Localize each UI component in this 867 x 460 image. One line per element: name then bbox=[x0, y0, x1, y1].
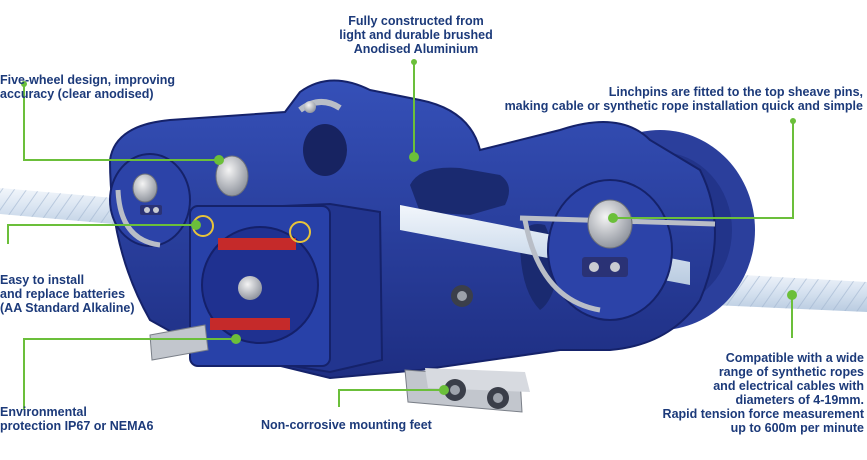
mounting-foot-right bbox=[404, 368, 530, 413]
frame-cutout-center bbox=[410, 167, 509, 215]
top-roller bbox=[215, 99, 342, 197]
leader-batteries bbox=[7, 224, 196, 244]
leader-mounting-feet bbox=[338, 389, 444, 407]
leader-environmental bbox=[23, 338, 236, 410]
battery-housing bbox=[188, 202, 384, 374]
callout-five-wheel: Five-wheel design, improving accuracy (c… bbox=[0, 73, 176, 101]
callout-mounting-feet: Non-corrosive mounting feet bbox=[261, 418, 432, 432]
callout-compatible: Compatible with a wide range of syntheti… bbox=[662, 351, 864, 435]
leader-five-wheel bbox=[23, 84, 219, 161]
mounting-foot-left bbox=[149, 324, 209, 361]
right-linchpin bbox=[587, 199, 633, 249]
frame-cutout-top bbox=[303, 124, 347, 176]
left-linchpin bbox=[132, 173, 158, 203]
callout-linchpins: Linchpins are fitted to the top sheave p… bbox=[504, 85, 863, 113]
leader-lines bbox=[7, 62, 794, 410]
callout-aluminium: Fully constructed from light and durable… bbox=[339, 14, 493, 56]
leader-linchpins bbox=[613, 121, 794, 219]
center-bolt-inner bbox=[457, 291, 467, 301]
leader-dots bbox=[21, 59, 797, 395]
callout-environmental: Environmental protection IP67 or NEMA6 bbox=[0, 405, 154, 433]
callout-batteries: Easy to install and replace batteries (A… bbox=[0, 273, 135, 315]
